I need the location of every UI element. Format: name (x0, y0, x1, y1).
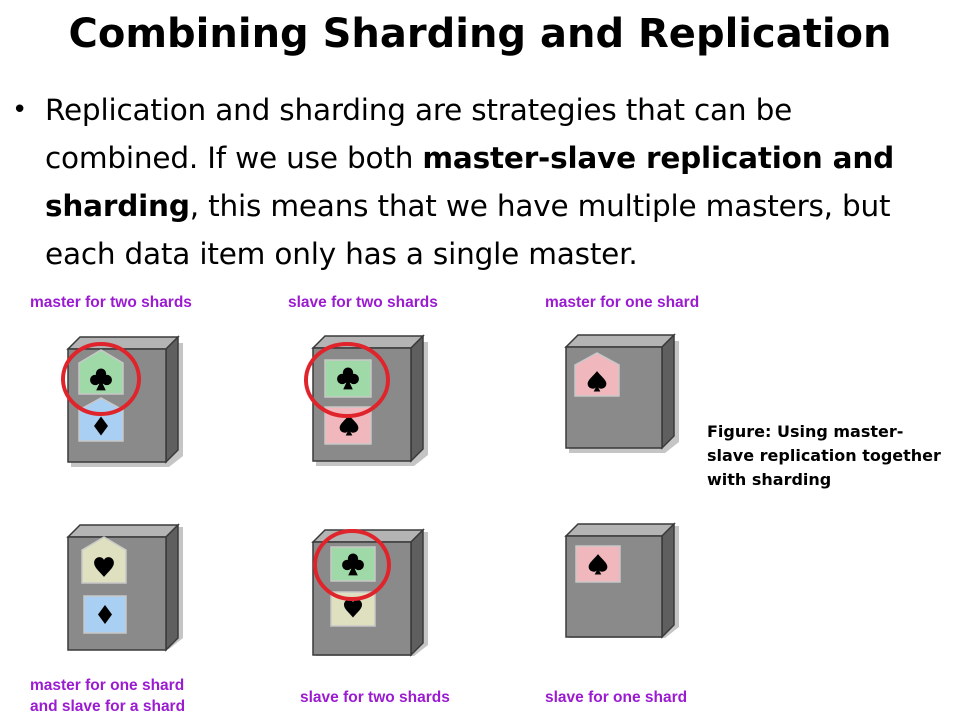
node-box: master for one shard and slave for a sha… (30, 523, 185, 715)
slide-title: Combining Sharding and Replication (68, 11, 892, 57)
slave-shard-card (324, 359, 372, 398)
sharding-replication-diagram: master for two shards slave for two shar… (30, 294, 699, 715)
bullet-text-part: Replication and sharding are strategies … (45, 93, 793, 175)
node-label: master for one shard (545, 294, 699, 311)
slave-shard-card (330, 546, 376, 582)
node-label-line-1: master for one shard (30, 677, 184, 694)
master-shard-card (81, 536, 127, 584)
node-label: slave for one shard (545, 689, 687, 706)
node-box: master for one shard (545, 294, 699, 453)
node-box: slave for one shard (545, 522, 687, 706)
figure-caption: Figure: Using master-slave replication t… (707, 422, 941, 489)
node-label-line-2: and slave for a shard (30, 698, 185, 715)
node-box: slave for two shards (288, 294, 438, 466)
node-label: master for two shards (30, 294, 192, 311)
highlight-circle (304, 342, 390, 418)
bullet-bold-text: master-slave replication and sharding (45, 141, 895, 223)
node-label: slave for two shards (288, 294, 438, 311)
highlight-circle (313, 529, 391, 601)
master-shard-card (78, 349, 124, 395)
node-box: slave for two shards (300, 528, 450, 706)
master-shard-card (78, 397, 124, 442)
bullet-text-part: , this means that we have multiple maste… (45, 189, 891, 271)
slave-shard-card (83, 595, 127, 634)
bullet-dot-icon: • (12, 95, 28, 125)
bullet-text: Replication and sharding are strategies … (45, 86, 953, 274)
highlight-circle (61, 342, 141, 416)
node-label: slave for two shards (300, 689, 450, 706)
master-shard-card (574, 352, 620, 397)
bullet-point: • Replication and sharding are strategie… (8, 86, 953, 274)
slave-shard-card (575, 545, 621, 583)
node-box: master for two shards (30, 294, 192, 467)
